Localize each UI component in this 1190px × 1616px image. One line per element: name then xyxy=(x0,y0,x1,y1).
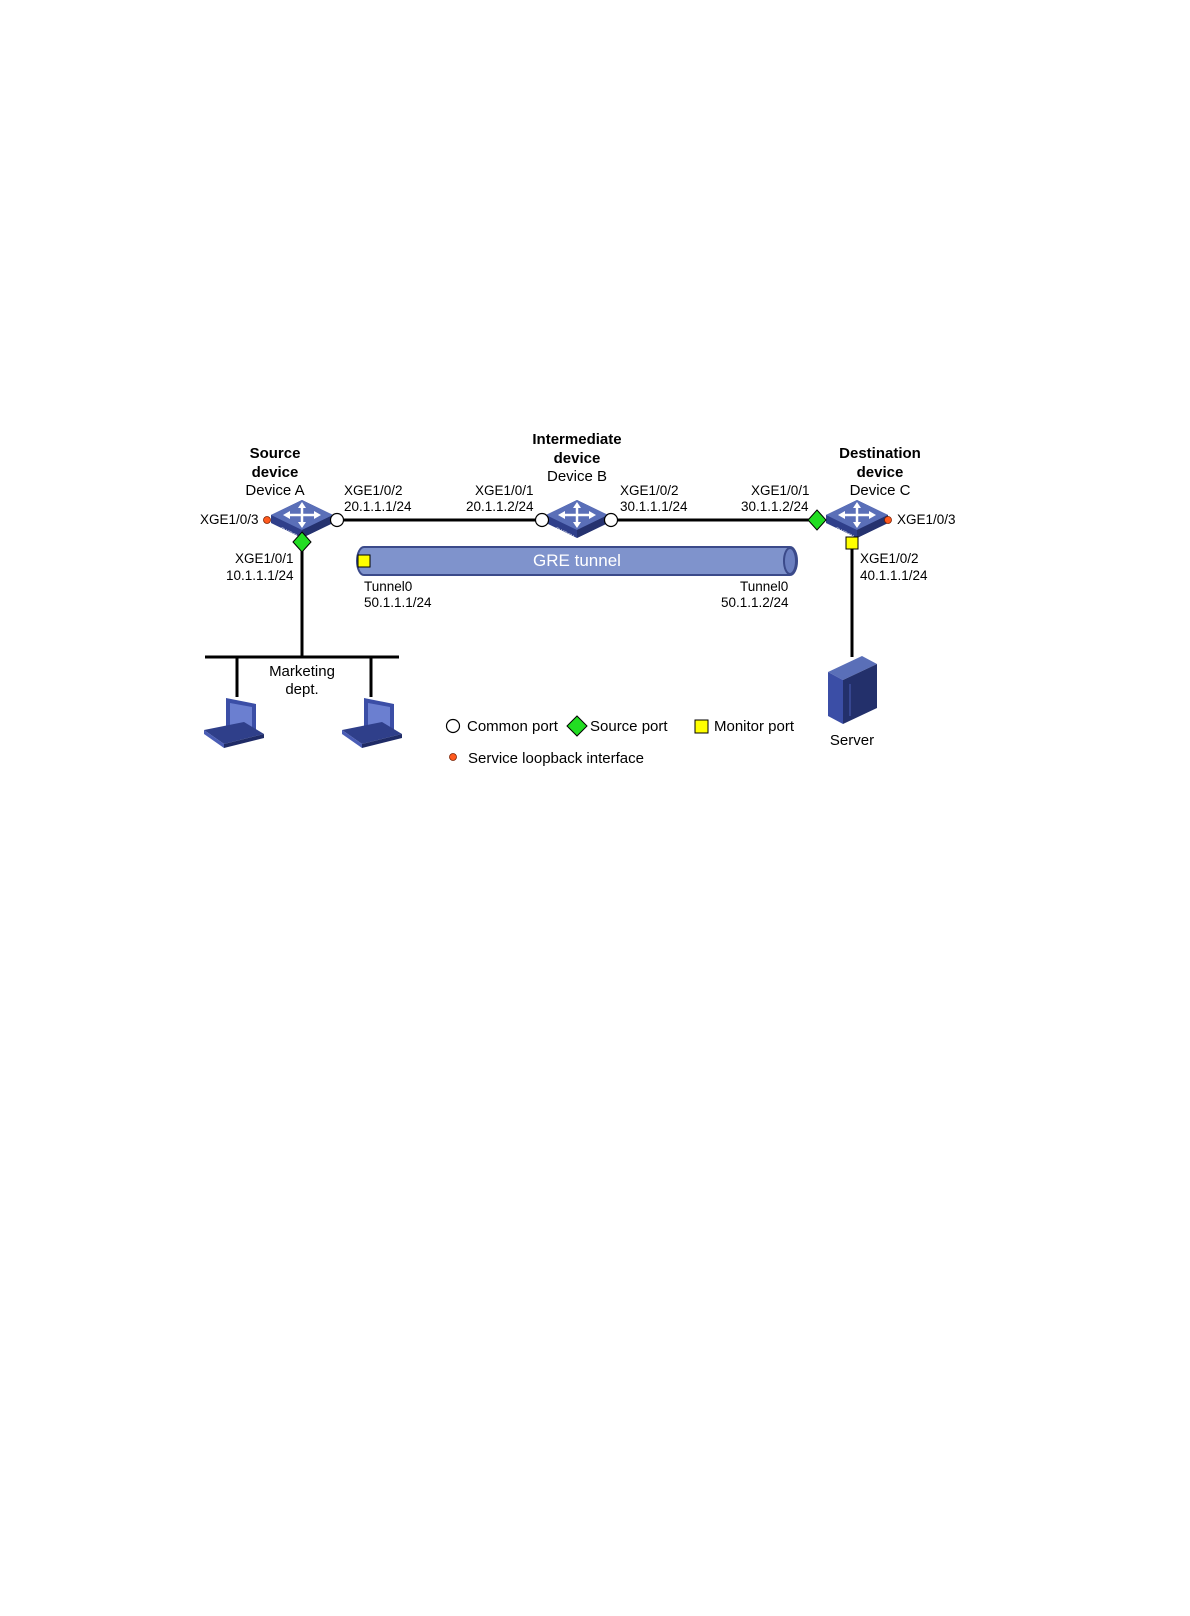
marketing-line2: dept. xyxy=(285,681,318,698)
device-b-labels: Intermediate device Device B XGE1/0/1 20… xyxy=(466,431,688,514)
legend-common-port-label: Common port xyxy=(467,718,559,735)
device-c-port-down: XGE1/0/2 xyxy=(860,551,919,566)
server: Server xyxy=(828,656,877,749)
tunnel-right-name: Tunnel0 xyxy=(740,579,788,594)
device-b-common-port-left-icon xyxy=(534,512,550,528)
device-c-labels: Destination device Device C XGE1/0/1 30.… xyxy=(741,445,956,583)
device-c-port-right: XGE1/0/3 xyxy=(897,512,956,527)
legend-loopback-label: Service loopback interface xyxy=(468,750,644,767)
legend: Common port Source port Monitor port Ser… xyxy=(445,715,795,767)
marketing-line1: Marketing xyxy=(269,663,335,680)
tunnel-left-ip: 50.1.1.1/24 xyxy=(364,595,432,610)
links xyxy=(205,518,854,697)
tunnel-endpoint-labels: Tunnel0 50.1.1.1/24 Tunnel0 50.1.1.2/24 xyxy=(364,579,789,610)
legend-monitor-port-icon xyxy=(694,719,709,734)
legend-source-port-label: Source port xyxy=(590,718,668,735)
legend-source-port-icon xyxy=(566,715,588,737)
device-c-role-line1: Destination xyxy=(839,445,921,462)
legend-common-port-icon xyxy=(445,718,461,734)
device-b-port-left-ip: 20.1.1.2/24 xyxy=(466,499,534,514)
legend-loopback-icon xyxy=(449,753,457,761)
device-c-loopback-icon xyxy=(884,516,892,524)
device-b-role-line1: Intermediate xyxy=(532,431,621,448)
gre-tunnel-label: GRE tunnel xyxy=(533,551,621,570)
device-c-port-left-ip: 30.1.1.2/24 xyxy=(741,499,809,514)
device-b-port-right: XGE1/0/2 xyxy=(620,483,679,498)
pc-right-icon xyxy=(342,698,402,748)
legend-monitor-port-label: Monitor port xyxy=(714,718,795,735)
tunnel-right-ip: 50.1.1.2/24 xyxy=(721,595,789,610)
device-b-port-left: XGE1/0/1 xyxy=(475,483,534,498)
device-a-port-down-ip: 10.1.1.1/24 xyxy=(226,568,294,583)
device-a-port-right: XGE1/0/2 xyxy=(344,483,403,498)
device-c-source-port-icon xyxy=(807,509,827,531)
device-b-name: Device B xyxy=(547,468,607,485)
device-c-name: Device C xyxy=(850,482,911,499)
device-c-monitor-port-icon xyxy=(845,536,859,550)
device-b-port-right-ip: 30.1.1.1/24 xyxy=(620,499,688,514)
device-a-loopback-icon xyxy=(263,516,271,524)
device-b-switch-icon xyxy=(544,498,610,542)
device-a-port-left: XGE1/0/3 xyxy=(200,512,259,527)
device-c-port-down-ip: 40.1.1.1/24 xyxy=(860,568,928,583)
tunnel-monitor-port-icon xyxy=(357,554,371,568)
device-c-role-line2: device xyxy=(857,464,904,481)
device-b-role-line2: device xyxy=(554,450,601,467)
device-a-role-line2: device xyxy=(252,464,299,481)
pc-left-icon xyxy=(204,698,264,748)
device-a-source-port-icon xyxy=(292,531,312,553)
device-c-switch-icon xyxy=(824,498,890,542)
device-a-common-port-icon xyxy=(329,512,345,528)
gre-tunnel: GRE tunnel xyxy=(356,546,798,576)
device-a-role-line1: Source xyxy=(250,445,301,462)
device-a-name: Device A xyxy=(245,482,304,499)
server-label: Server xyxy=(830,732,874,749)
device-a-port-down: XGE1/0/1 xyxy=(235,551,294,566)
tunnel-left-name: Tunnel0 xyxy=(364,579,412,594)
server-icon xyxy=(828,656,877,724)
marketing-dept: Marketing dept. xyxy=(204,663,402,748)
device-a-labels: Source device Device A XGE1/0/3 XGE1/0/2… xyxy=(200,445,412,583)
device-b-common-port-right-icon xyxy=(603,512,619,528)
device-a-port-right-ip: 20.1.1.1/24 xyxy=(344,499,412,514)
device-c-port-left: XGE1/0/1 xyxy=(751,483,810,498)
